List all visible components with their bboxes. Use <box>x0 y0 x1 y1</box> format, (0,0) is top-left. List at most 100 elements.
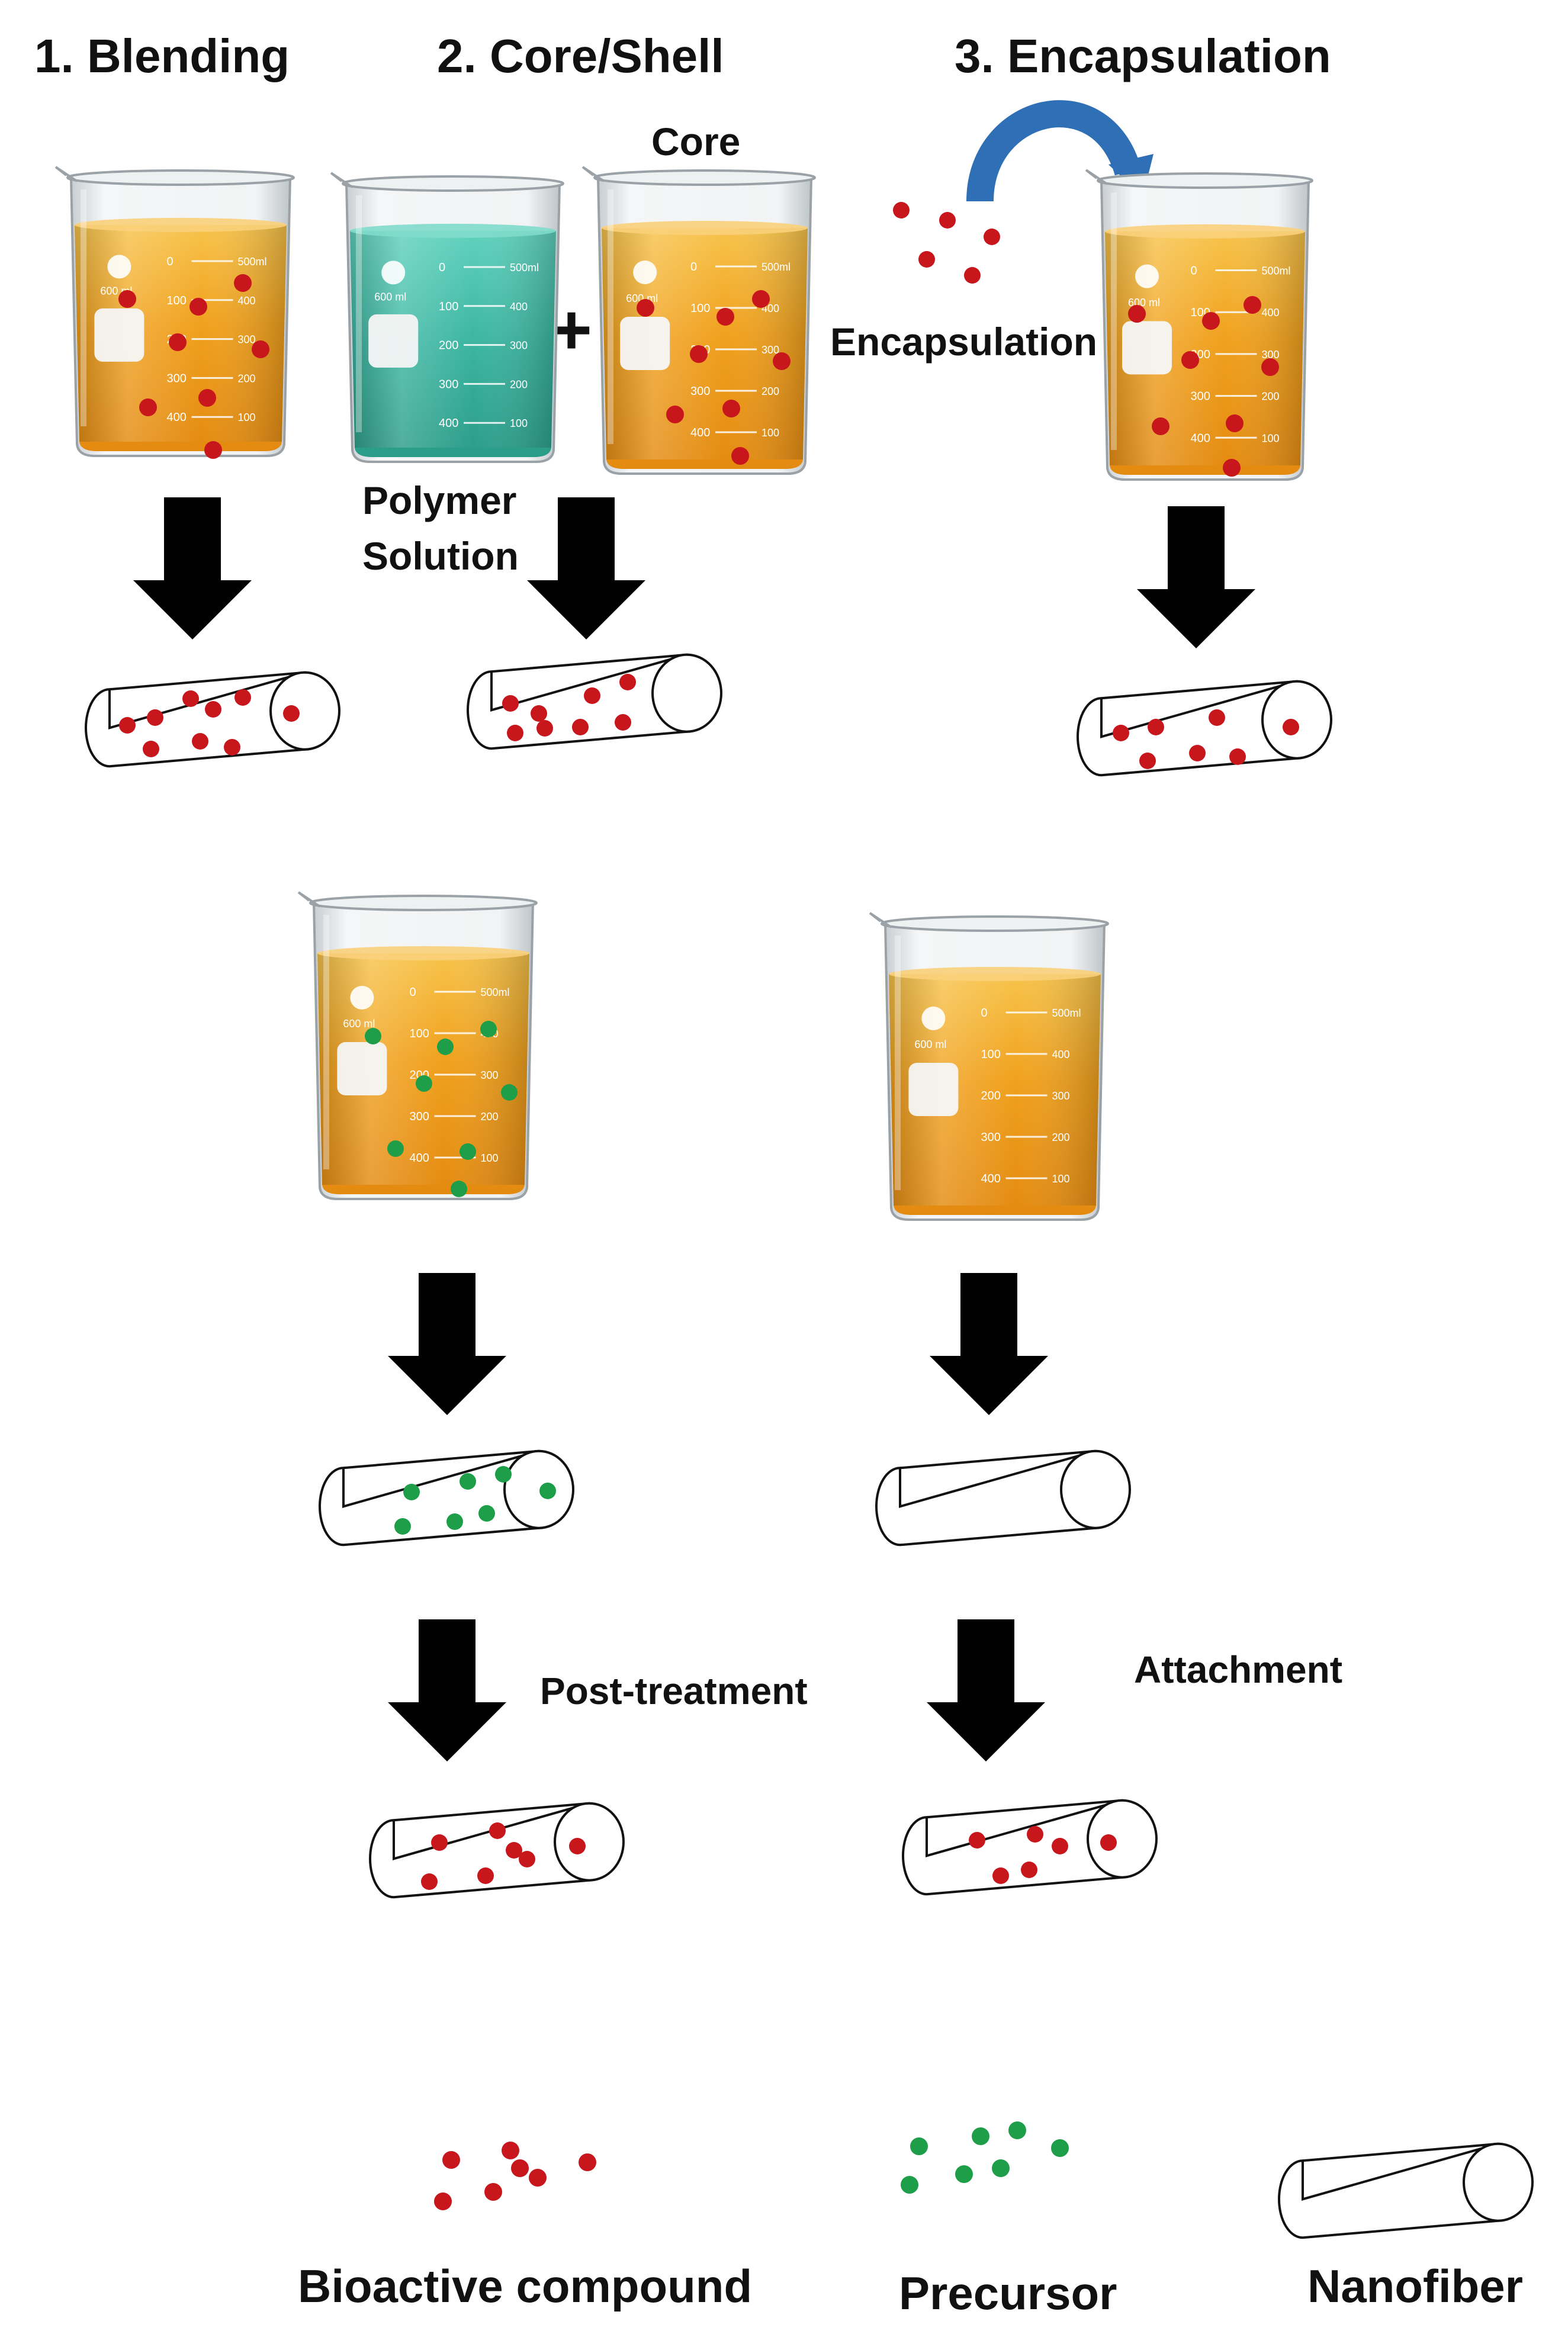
nanofiber-encapsulation <box>1077 680 1332 777</box>
nanofiber-top-edge <box>343 1449 539 1470</box>
bioactive-dot <box>1139 753 1156 769</box>
nanofiber-end-cap <box>1463 2142 1534 2222</box>
beaker-scale-right: 300 <box>481 1069 499 1081</box>
bioactive-dot <box>722 400 740 417</box>
bioactive-dot <box>442 2151 460 2169</box>
beaker-scale-right: 200 <box>481 1111 499 1123</box>
bioactive-dot <box>752 290 770 308</box>
beaker-logo-icon <box>1135 264 1159 288</box>
beaker-scale-right: 300 <box>1052 1090 1070 1102</box>
beaker-scale-left: 100 <box>167 294 187 307</box>
beaker-logo-icon <box>107 255 131 279</box>
beaker-liquid-shading <box>889 974 1101 1205</box>
nanofiber-end-cap <box>1087 1799 1158 1879</box>
beaker-scale-right: 100 <box>1262 432 1280 444</box>
bioactive-dot <box>615 714 631 731</box>
beaker-scale-right: 200 <box>1052 1131 1070 1143</box>
precursor-dot <box>478 1505 495 1522</box>
down-arrows <box>133 497 1255 1761</box>
bioactive-dot <box>964 267 981 284</box>
beaker-spout <box>54 166 78 182</box>
core-label: Core <box>651 120 740 163</box>
beaker-scale-right: 500ml <box>238 256 267 268</box>
bioactive-dot <box>1021 1862 1037 1878</box>
beaker-liquid-shading <box>602 228 808 459</box>
bioactive-dot <box>531 705 547 722</box>
beaker-scale-right: 200 <box>238 372 256 384</box>
bioactive-dot <box>529 2169 547 2187</box>
bioactive-dot <box>584 687 600 704</box>
beaker-scale-left: 400 <box>690 426 710 439</box>
beaker-highlight <box>356 195 362 432</box>
heading-core-shell: 2. Core/Shell <box>437 30 724 82</box>
bioactive-dot <box>637 299 654 317</box>
bioactive-dot <box>252 340 269 358</box>
beaker-label-patch <box>368 314 419 368</box>
bioactive-dot <box>1244 296 1261 314</box>
heading-blending: 1. Blending <box>34 30 290 82</box>
nanofiber-post-treatment <box>369 1802 625 1899</box>
bioactive-dot <box>1261 358 1279 376</box>
beaker-scale-right: 200 <box>510 378 528 390</box>
bioactive-dot <box>1128 305 1146 323</box>
bioactive-dot <box>234 274 252 292</box>
beaker-logo-icon <box>921 1007 946 1030</box>
legend-nanofiber-label: Nanofiber <box>1307 2260 1523 2312</box>
beaker-highlight <box>81 189 86 426</box>
nanofiber-top-edge <box>1101 680 1297 700</box>
encapsulation-step-label: Encapsulation <box>830 320 1097 364</box>
nanofiber-end-cap <box>1261 680 1332 760</box>
bioactive-dot <box>139 398 157 416</box>
precursor-dot <box>910 2137 928 2155</box>
nanofiber-top-edge <box>491 653 687 673</box>
beaker-scale-left: 400 <box>1191 432 1210 445</box>
bioactive-dot <box>1100 1834 1117 1851</box>
beaker-scale-right: 200 <box>1262 391 1280 403</box>
bioactive-dot <box>1027 1826 1043 1843</box>
nanofiber-end-cap <box>1060 1449 1131 1529</box>
bioactive-dot <box>1189 745 1206 761</box>
bioactive-dot <box>918 251 935 268</box>
beaker-scale-left: 300 <box>439 378 458 391</box>
beaker-scale-left: 100 <box>981 1048 1001 1061</box>
bioactive-dot <box>283 705 300 722</box>
beaker-liquid-shading <box>350 230 556 448</box>
down-arrow-encapsulation <box>1137 506 1255 648</box>
beaker-liquid-surface <box>317 946 529 960</box>
bioactive-dot <box>536 720 553 737</box>
bioactive-dot <box>147 709 163 726</box>
beaker-label-patch <box>620 317 670 370</box>
beaker-scale-right: 100 <box>481 1152 499 1164</box>
bioactive-dot <box>984 229 1000 245</box>
beaker-scale-right: 500ml <box>510 262 539 274</box>
beaker-liquid-surface <box>1105 224 1305 239</box>
precursor-dot <box>501 1084 518 1101</box>
bioactive-dot <box>1229 748 1246 765</box>
bioactive-dot <box>569 1838 586 1854</box>
beaker-scale-left: 0 <box>981 1007 988 1020</box>
beaker-scale-right: 300 <box>238 334 256 346</box>
nanofiber-end-cap <box>269 671 340 751</box>
beaker-scale-left: 300 <box>981 1131 1001 1144</box>
bioactive-dot <box>507 725 523 741</box>
down-arrow-core-shell <box>527 497 645 639</box>
bioactive-dot <box>1226 414 1244 432</box>
down-arrow-blending <box>133 497 252 639</box>
beaker-highlight <box>323 915 329 1169</box>
beaker-scale-left: 0 <box>439 261 445 274</box>
beaker-capacity-text: 600 ml <box>343 1018 375 1030</box>
beaker-scale-right: 100 <box>761 427 779 439</box>
beaker-scale-left: 0 <box>1191 265 1197 278</box>
particles <box>118 202 1299 2210</box>
bioactive-dot <box>519 1851 535 1867</box>
precursor-dot <box>416 1075 432 1092</box>
beaker-scale-left: 100 <box>410 1027 429 1040</box>
nanofiber-precursor <box>319 1449 574 1547</box>
bioactive-dot <box>143 741 159 757</box>
beaker-scale-right: 100 <box>510 417 528 429</box>
beaker-liquid-surface <box>75 217 287 232</box>
polymer-solution-label-line1: Polymer <box>362 478 516 522</box>
